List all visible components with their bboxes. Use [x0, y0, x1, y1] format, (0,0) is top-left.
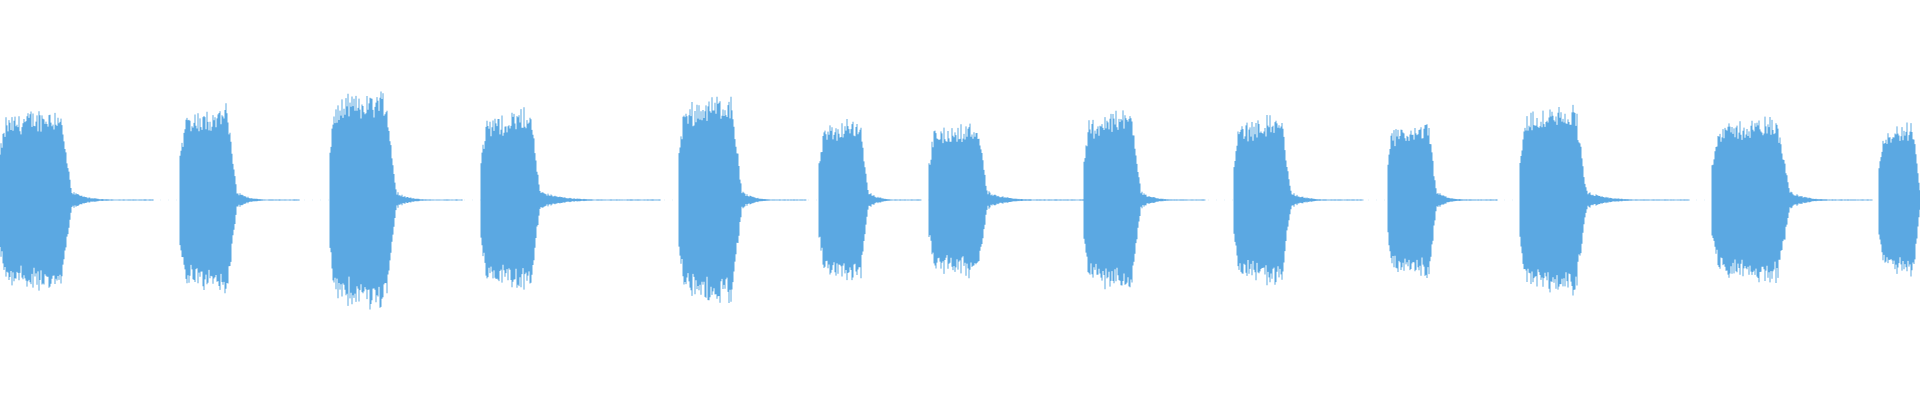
waveform-burst-path [1083, 110, 1206, 290]
waveform-burst [480, 107, 661, 290]
waveform-burst [1233, 115, 1364, 286]
waveform-burst-path [0, 111, 154, 291]
waveform-burst [1878, 122, 1920, 277]
waveform-burst [0, 111, 154, 291]
waveform-burst [329, 91, 463, 310]
waveform-burst [678, 96, 807, 303]
waveform-burst-path [179, 103, 300, 294]
waveform-burst [179, 103, 300, 294]
waveform-burst [928, 123, 1085, 279]
waveform-burst-path [1711, 116, 1873, 283]
waveform-burst-path [678, 96, 807, 303]
waveform-burst [1083, 110, 1206, 290]
waveform-burst-path [1878, 122, 1920, 277]
waveform-burst [1387, 124, 1498, 278]
waveform-burst-path [818, 119, 922, 281]
waveform-burst-path [928, 123, 1085, 279]
waveform-burst-path [1519, 104, 1690, 296]
waveform-burst [1711, 116, 1873, 283]
waveform-burst-path [480, 107, 661, 290]
waveform-burst-path [329, 91, 463, 310]
waveform-burst [818, 119, 922, 281]
waveform-burst-path [1387, 124, 1498, 278]
waveform-burst [1519, 104, 1690, 296]
waveform-burst-path [1233, 115, 1364, 286]
